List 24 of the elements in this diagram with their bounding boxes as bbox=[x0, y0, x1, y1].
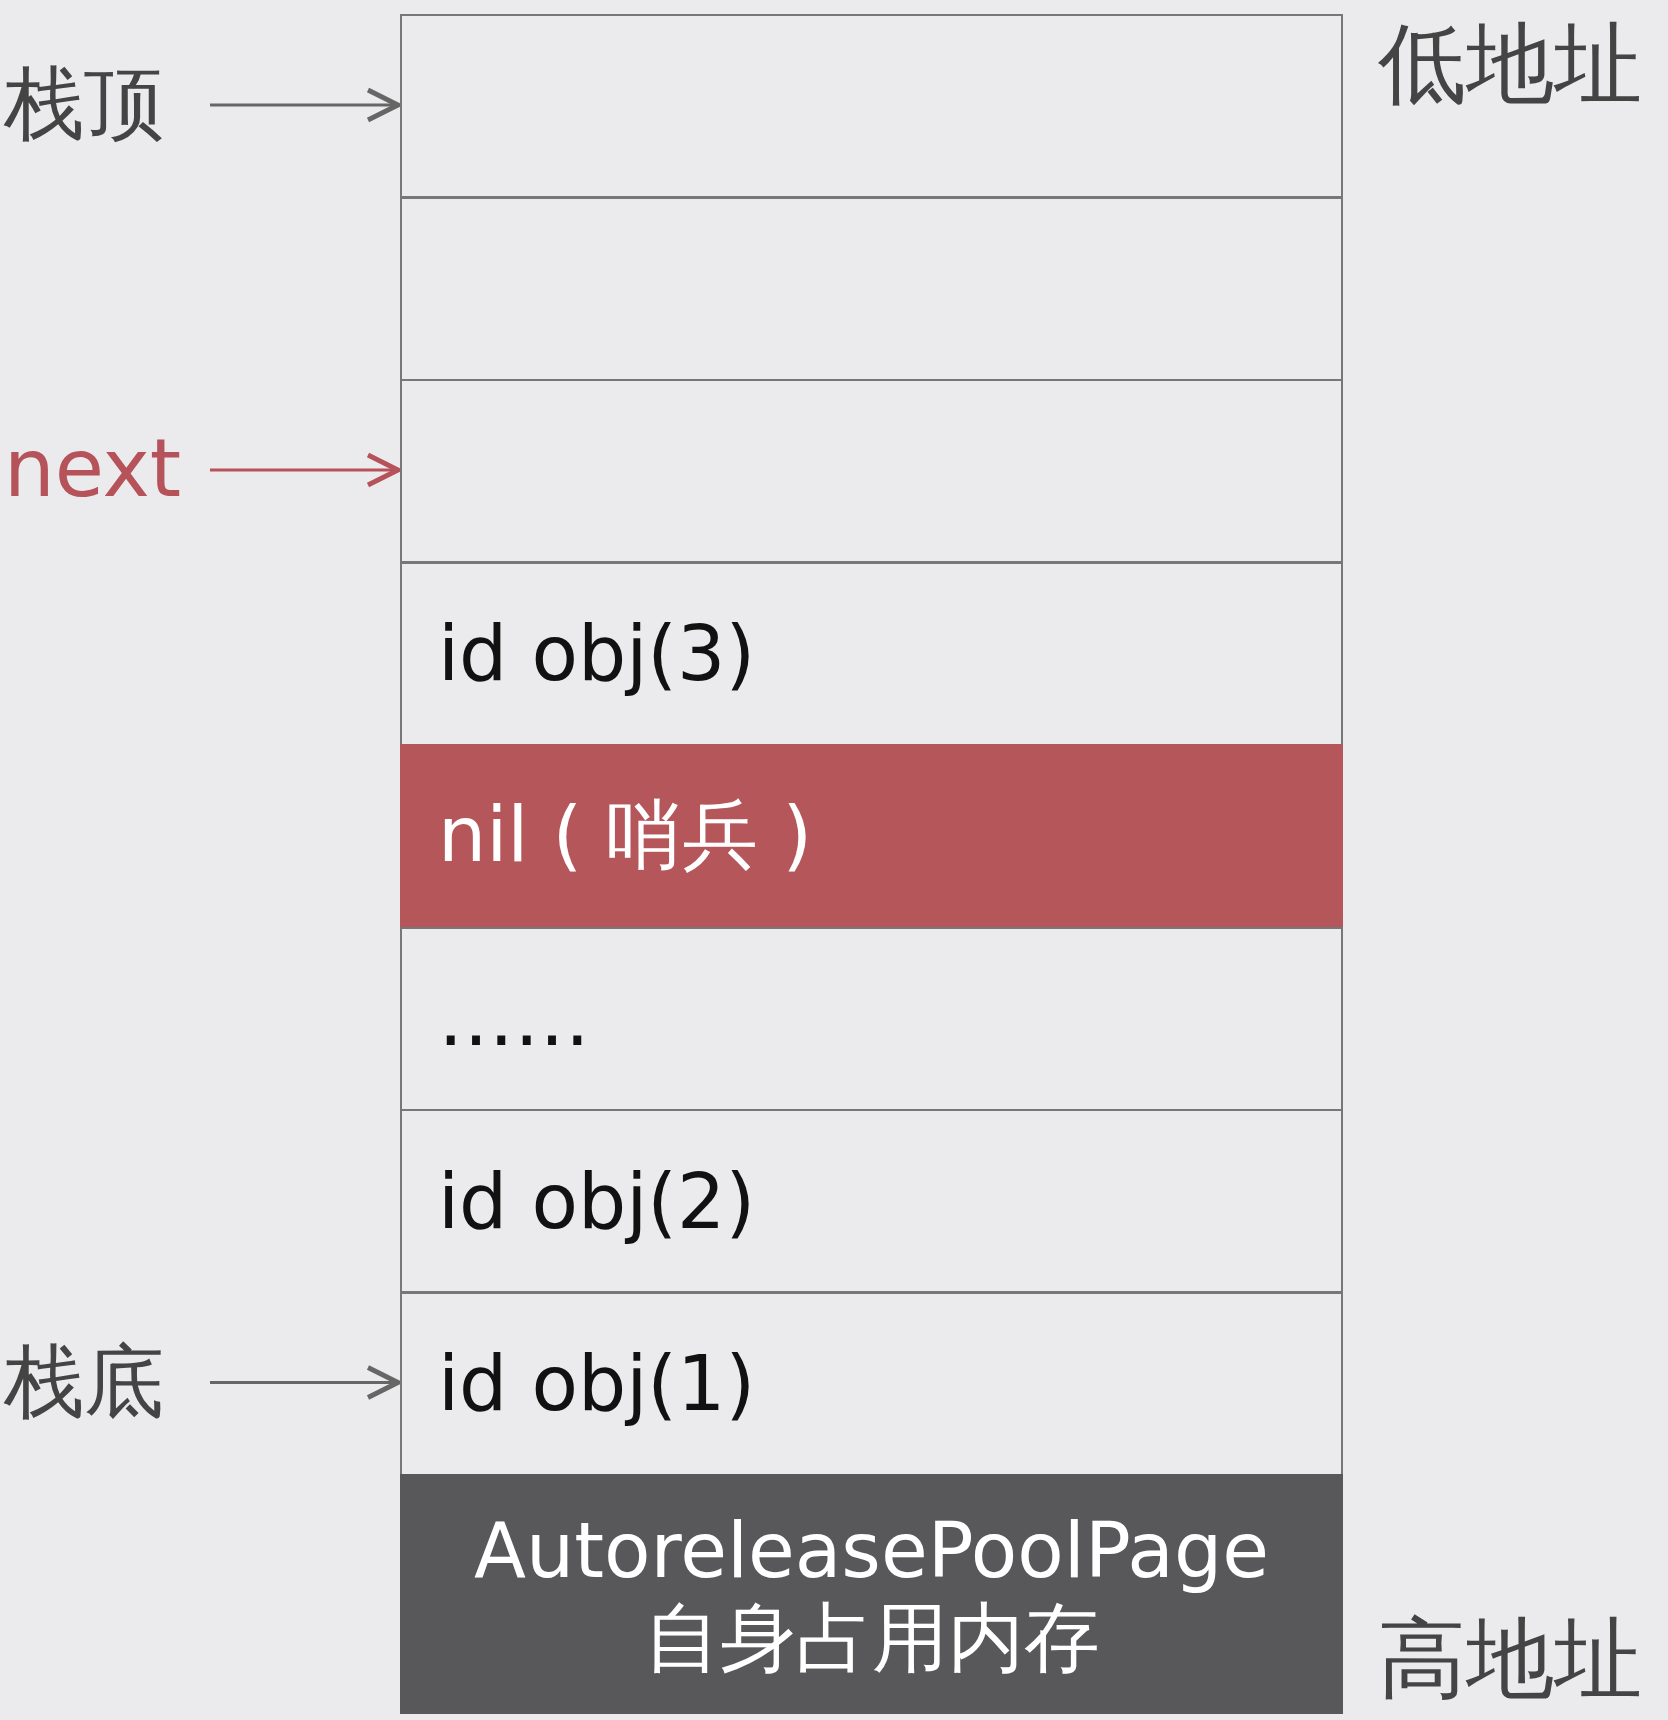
stack-slot bbox=[400, 926, 1343, 1111]
arrow bbox=[210, 452, 401, 488]
arrow bbox=[210, 1365, 401, 1400]
pointer-label: next bbox=[4, 429, 182, 509]
stack-slot bbox=[400, 744, 1343, 928]
address-label: 低地址 bbox=[1378, 20, 1642, 108]
page-header-cell bbox=[400, 1474, 1343, 1714]
slot-text: nil ( 哨兵 ) bbox=[438, 788, 814, 881]
pointer-label: 栈顶 bbox=[4, 64, 164, 144]
empty-stack-slot bbox=[400, 196, 1343, 381]
empty-stack-slot bbox=[400, 379, 1343, 563]
slot-text: id obj(3) bbox=[438, 609, 757, 698]
slot-text: …… bbox=[438, 974, 591, 1063]
slot-text: id obj(2) bbox=[438, 1156, 757, 1246]
stack-slot bbox=[400, 1291, 1343, 1476]
slot-text: id obj(1) bbox=[438, 1339, 757, 1428]
stack-slot bbox=[400, 561, 1343, 746]
slot-text: 自身占用内存 bbox=[643, 1594, 1100, 1682]
empty-stack-slot bbox=[400, 14, 1343, 198]
arrow bbox=[210, 87, 401, 123]
address-label: 高地址 bbox=[1378, 1615, 1642, 1703]
stack-slot bbox=[400, 1109, 1343, 1293]
pointer-label: 栈底 bbox=[4, 1341, 164, 1422]
slot-text: AutoreleasePoolPage bbox=[474, 1506, 1269, 1594]
